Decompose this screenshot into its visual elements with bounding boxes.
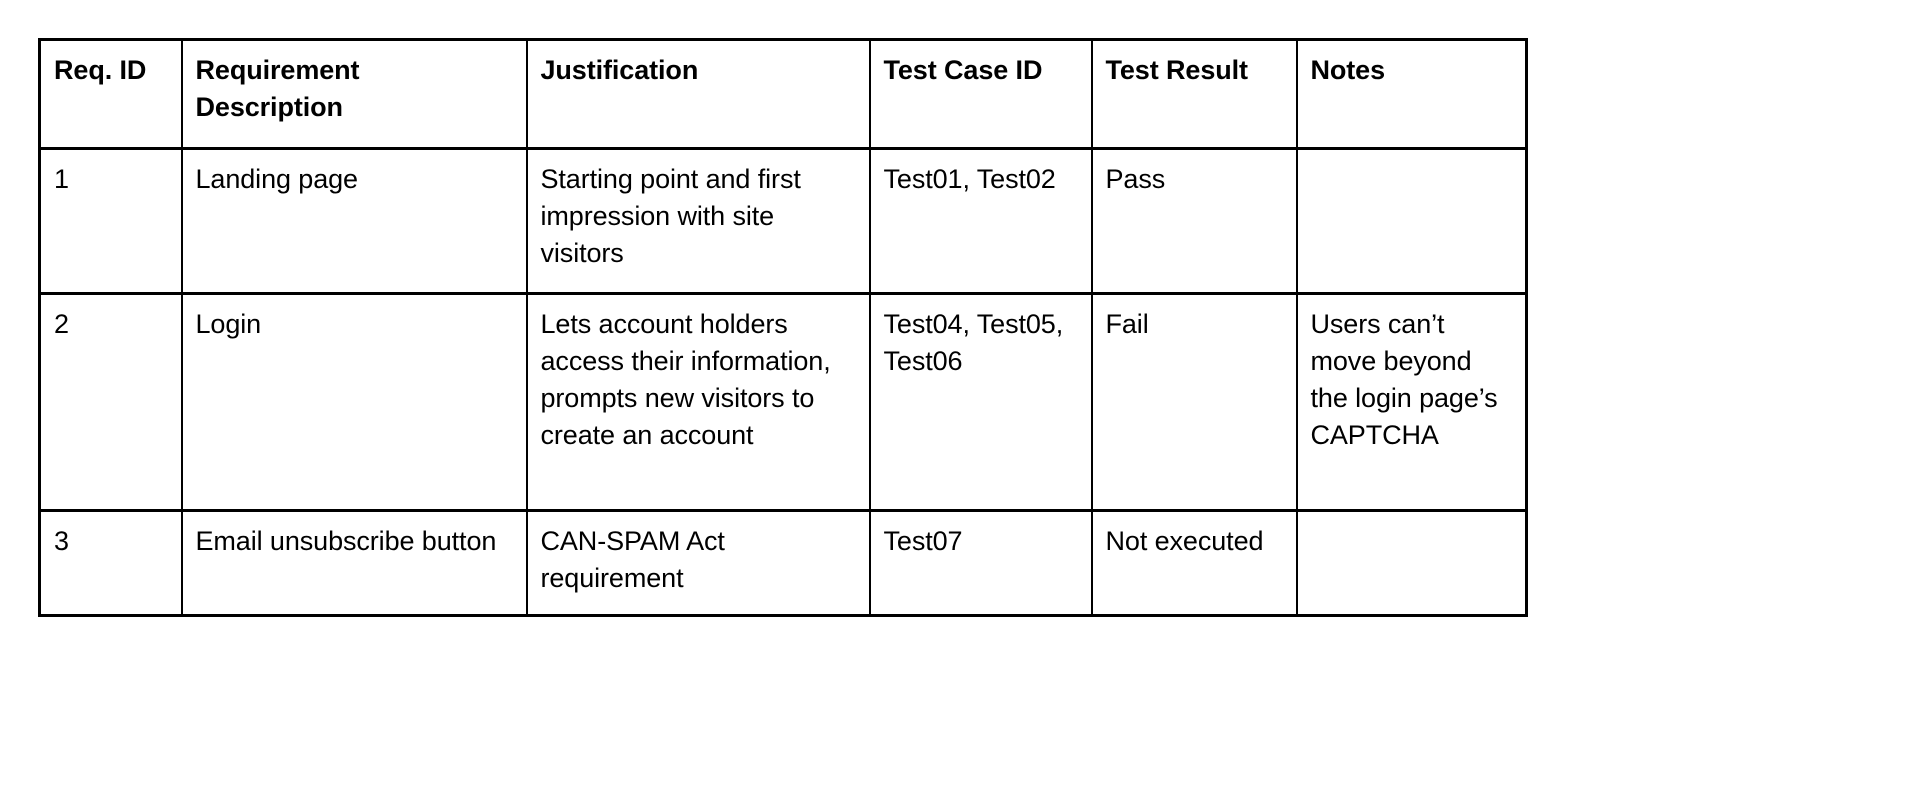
cell-justification: Lets account holders access their inform… (525, 292, 871, 512)
column-header-notes: Notes (1295, 38, 1528, 150)
cell-test-case-id: Test04, Test05, Test06 (868, 292, 1093, 512)
cell-notes (1295, 147, 1528, 295)
column-header-req-id: Req. ID (38, 38, 183, 150)
cell-description: Email unsubscribe button (180, 509, 528, 617)
cell-test-result: Pass (1090, 147, 1298, 295)
cell-req-id: 2 (38, 292, 183, 512)
cell-test-result: Fail (1090, 292, 1298, 512)
column-header-requirement-description: Requirement Description (180, 38, 528, 150)
cell-justification: Starting point and first impression with… (525, 147, 871, 295)
requirements-traceability-table: Req. ID Requirement Description Justific… (38, 38, 1528, 617)
cell-test-case-id: Test07 (868, 509, 1093, 617)
cell-test-case-id: Test01, Test02 (868, 147, 1093, 295)
table-row: 2 Login Lets account holders access thei… (38, 292, 1528, 512)
column-header-justification: Justification (525, 38, 871, 150)
table-header: Req. ID Requirement Description Justific… (38, 38, 1528, 150)
cell-notes (1295, 509, 1528, 617)
cell-test-result: Not executed (1090, 509, 1298, 617)
table-header-row: Req. ID Requirement Description Justific… (38, 38, 1528, 150)
table-body: 1 Landing page Starting point and first … (38, 147, 1528, 617)
cell-justification: CAN-SPAM Act requirement (525, 509, 871, 617)
table-row: 1 Landing page Starting point and first … (38, 147, 1528, 295)
cell-description: Landing page (180, 147, 528, 295)
cell-req-id: 1 (38, 147, 183, 295)
table-row: 3 Email unsubscribe button CAN-SPAM Act … (38, 509, 1528, 617)
cell-description: Login (180, 292, 528, 512)
column-header-test-case-id: Test Case ID (868, 38, 1093, 150)
cell-req-id: 3 (38, 509, 183, 617)
column-header-test-result: Test Result (1090, 38, 1298, 150)
cell-notes: Users can’t move beyond the login page’s… (1295, 292, 1528, 512)
